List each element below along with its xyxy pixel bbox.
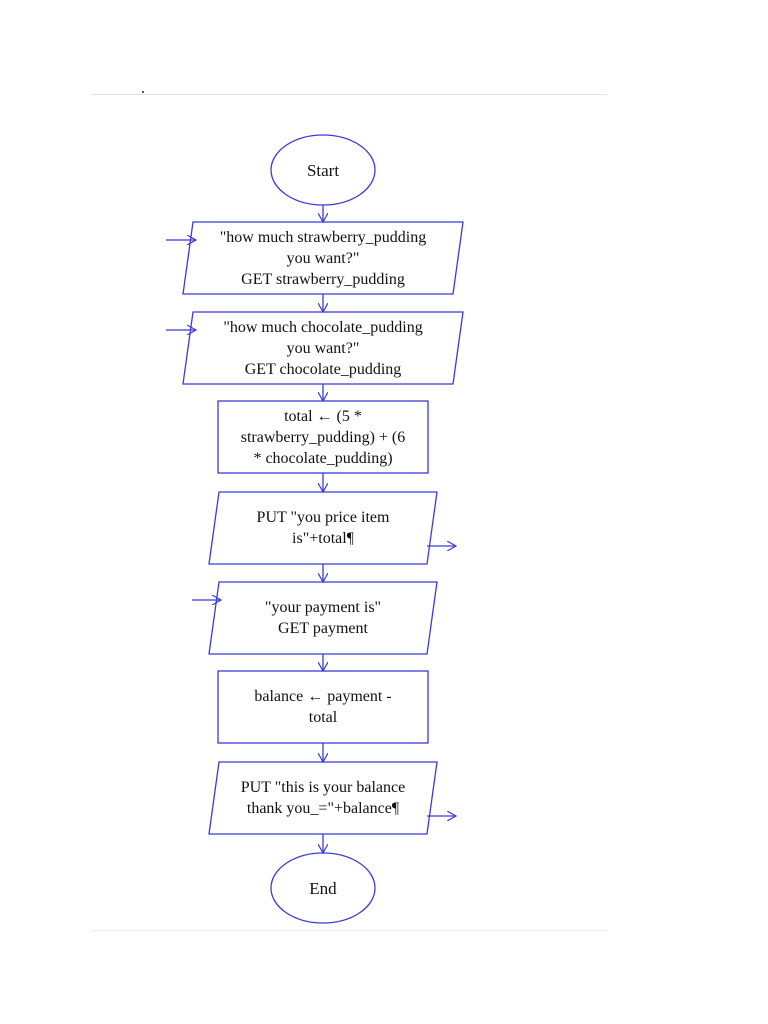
page-marker-dot [142, 91, 144, 93]
output-price-shape [208, 491, 438, 565]
output-balance-shape [208, 761, 438, 835]
input-payment-shape [208, 581, 438, 655]
page-bottom-rule [92, 930, 607, 931]
input-strawberry-shape [182, 221, 464, 295]
input-strawberry-text: "how much strawberry_pudding you want?" … [219, 228, 427, 288]
input-payment-text: "your payment is" GET payment [264, 599, 382, 637]
output-price-text: PUT "you price item is"+total¶ [256, 509, 390, 547]
process-total-text: total ← (5 * strawberry_pudding) + (6 * … [240, 407, 406, 467]
page-top-rule [92, 94, 607, 95]
input-chocolate-text: "how much chocolate_pudding you want?" G… [223, 318, 423, 378]
end-label: End [309, 878, 337, 898]
output-balance-text: PUT "this is your balance thank you_="+b… [240, 779, 406, 817]
start-label: Start [306, 160, 340, 180]
process-balance-text: balance ← payment - total [254, 688, 392, 726]
input-chocolate-shape [182, 311, 464, 385]
